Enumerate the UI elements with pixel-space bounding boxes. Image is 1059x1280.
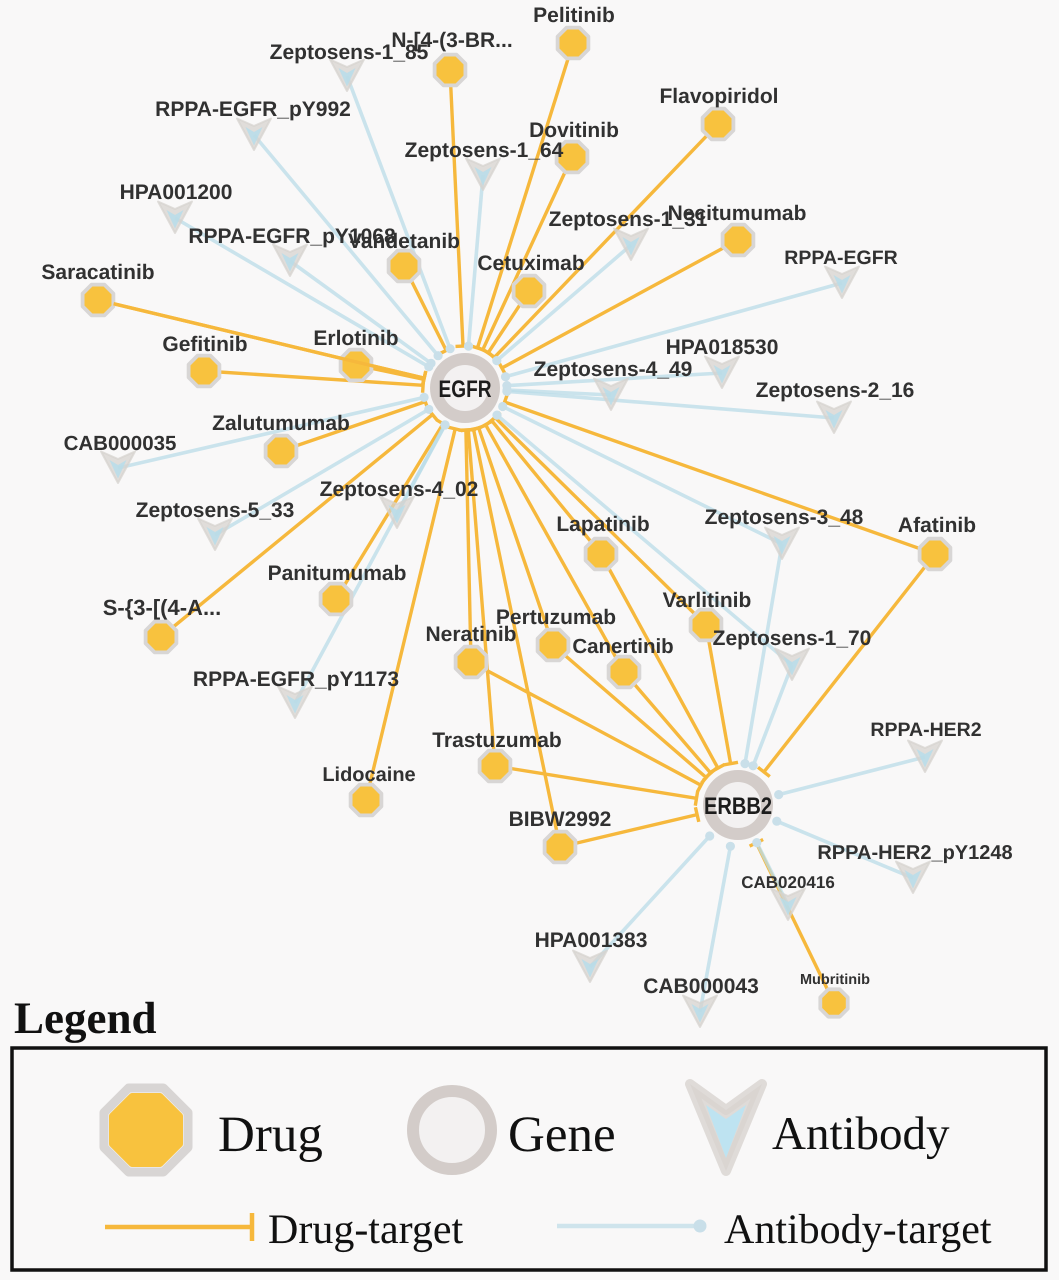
svg-text:Vandetanib: Vandetanib: [348, 230, 460, 253]
svg-text:Zeptosens-4_02: Zeptosens-4_02: [320, 478, 479, 501]
svg-text:S-{3-[(4-A...: S-{3-[(4-A...: [103, 595, 222, 620]
svg-text:Zeptosens-2_16: Zeptosens-2_16: [756, 379, 915, 402]
svg-text:Antibody: Antibody: [772, 1108, 950, 1160]
svg-text:CAB020416: CAB020416: [741, 873, 835, 892]
svg-text:RPPA-HER2: RPPA-HER2: [870, 719, 981, 741]
svg-text:Zeptosens-1_31: Zeptosens-1_31: [549, 208, 708, 231]
svg-text:ERBB2: ERBB2: [704, 793, 772, 820]
svg-text:Zeptosens-5_33: Zeptosens-5_33: [136, 499, 295, 522]
svg-text:RPPA-EGFR_pY1068: RPPA-EGFR_pY1068: [188, 225, 396, 248]
svg-text:Legend: Legend: [14, 993, 157, 1043]
svg-text:Trastuzumab: Trastuzumab: [432, 729, 562, 752]
svg-text:Antibody-target: Antibody-target: [724, 1207, 992, 1253]
svg-text:RPPA-EGFR_pY992: RPPA-EGFR_pY992: [155, 98, 351, 121]
svg-text:Zeptosens-1_64: Zeptosens-1_64: [405, 139, 564, 162]
svg-text:RPPA-EGFR_pY1173: RPPA-EGFR_pY1173: [193, 668, 399, 691]
svg-text:Drug-target: Drug-target: [268, 1207, 463, 1253]
svg-text:Panitumumab: Panitumumab: [268, 562, 407, 585]
svg-text:HPA001383: HPA001383: [535, 929, 648, 952]
svg-text:N-[4-(3-BR...: N-[4-(3-BR...: [391, 29, 512, 52]
svg-text:CAB000043: CAB000043: [643, 975, 759, 998]
svg-text:Zeptosens-1_70: Zeptosens-1_70: [713, 627, 872, 650]
svg-text:RPPA-EGFR: RPPA-EGFR: [784, 247, 897, 269]
svg-text:Drug: Drug: [218, 1107, 323, 1163]
svg-text:Lidocaine: Lidocaine: [322, 764, 415, 786]
svg-text:Saracatinib: Saracatinib: [41, 261, 154, 284]
svg-text:CAB000035: CAB000035: [64, 432, 177, 455]
svg-text:Zeptosens-4_49: Zeptosens-4_49: [534, 358, 693, 381]
svg-text:Pelitinib: Pelitinib: [533, 4, 615, 27]
svg-text:Neratinib: Neratinib: [425, 623, 516, 646]
svg-text:Cetuximab: Cetuximab: [477, 252, 584, 275]
svg-text:Zalutumumab: Zalutumumab: [212, 412, 350, 435]
svg-text:Afatinib: Afatinib: [898, 514, 976, 537]
svg-text:RPPA-HER2_pY1248: RPPA-HER2_pY1248: [817, 842, 1012, 864]
svg-text:Dovitinib: Dovitinib: [529, 119, 619, 142]
svg-text:Mubritinib: Mubritinib: [800, 972, 870, 988]
svg-text:EGFR: EGFR: [439, 376, 492, 403]
svg-text:Flavopiridol: Flavopiridol: [659, 85, 778, 108]
svg-text:HPA001200: HPA001200: [120, 181, 233, 204]
svg-text:Canertinib: Canertinib: [572, 635, 673, 658]
svg-text:BIBW2992: BIBW2992: [509, 808, 612, 831]
svg-text:Erlotinib: Erlotinib: [313, 327, 398, 350]
svg-text:Zeptosens-3_48: Zeptosens-3_48: [705, 506, 864, 529]
svg-text:Zeptosens-1_85: Zeptosens-1_85: [270, 41, 429, 64]
svg-text:Pertuzumab: Pertuzumab: [496, 606, 616, 629]
svg-text:Gefitinib: Gefitinib: [162, 333, 247, 356]
svg-text:HPA018530: HPA018530: [666, 336, 779, 359]
svg-text:Necitumumab: Necitumumab: [668, 202, 807, 225]
svg-text:Varlitinib: Varlitinib: [663, 589, 752, 612]
svg-text:Gene: Gene: [508, 1107, 616, 1163]
svg-text:Lapatinib: Lapatinib: [556, 513, 649, 536]
